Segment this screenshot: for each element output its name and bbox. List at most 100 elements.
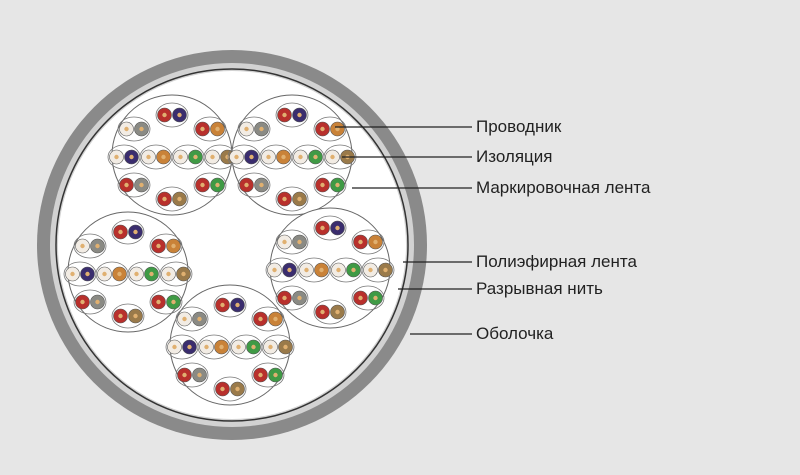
conductor (193, 154, 198, 160)
conductor (273, 316, 278, 322)
conductor (273, 372, 278, 378)
conductor (200, 126, 205, 132)
pair-outline (111, 303, 145, 329)
conductor (204, 344, 209, 350)
twisted-pair (111, 219, 145, 245)
twisted-pair (229, 334, 263, 360)
conductor (251, 344, 256, 350)
conductor (85, 271, 90, 277)
twisted-pair (107, 144, 141, 170)
twisted-pair (155, 186, 189, 212)
conductor (358, 295, 363, 301)
conductor (320, 225, 325, 231)
conductor (313, 154, 318, 160)
pair-outline (313, 116, 347, 142)
conductor (197, 372, 202, 378)
conductor (162, 112, 167, 118)
pair-outline (213, 376, 247, 402)
conductor (336, 267, 341, 273)
conductor (259, 126, 264, 132)
twisted-pair (275, 285, 309, 311)
twisted-pair (175, 306, 209, 332)
conductor (171, 243, 176, 249)
twisted-pair (171, 144, 205, 170)
conductor (258, 316, 263, 322)
conductor (215, 126, 220, 132)
conductor (117, 271, 122, 277)
pair-outline (237, 116, 271, 142)
conductor (124, 182, 129, 188)
twisted-pair (251, 362, 285, 388)
conductor (156, 299, 161, 305)
conductor (335, 225, 340, 231)
conductor (181, 271, 186, 277)
pair-outline (275, 186, 309, 212)
pair-outline (237, 172, 271, 198)
twisted-pair (139, 144, 173, 170)
twisted-pair (95, 261, 129, 287)
conductor (172, 344, 177, 350)
conductor (118, 313, 123, 319)
conductor (70, 271, 75, 277)
twisted-pair (351, 229, 385, 255)
conductor (320, 182, 325, 188)
twisted-pair (275, 229, 309, 255)
conductor (133, 229, 138, 235)
twisted-pair (265, 257, 299, 283)
twisted-pair (111, 303, 145, 329)
twisted-pair (73, 289, 107, 315)
twisted-pair (323, 144, 357, 170)
twisted-pair (237, 116, 271, 142)
conductor (95, 299, 100, 305)
conductor (118, 229, 123, 235)
conductor (219, 344, 224, 350)
twisted-pair (193, 116, 227, 142)
twisted-pair (149, 289, 183, 315)
twisted-pair (193, 172, 227, 198)
conductor (358, 239, 363, 245)
twisted-pair (275, 186, 309, 212)
pair-outline (261, 334, 295, 360)
conductor (282, 196, 287, 202)
conductor (80, 243, 85, 249)
conductor (281, 154, 286, 160)
twisted-pair (329, 257, 363, 283)
pair-outline (117, 172, 151, 198)
conductor (178, 154, 183, 160)
pair-outline (73, 289, 107, 315)
conductor (182, 372, 187, 378)
bundle-2 (227, 94, 357, 216)
twisted-pair (175, 362, 209, 388)
conductor (124, 126, 129, 132)
pair-outline (149, 233, 183, 259)
pair-outline (155, 186, 189, 212)
conductor (249, 154, 254, 160)
conductor (139, 126, 144, 132)
conductor (330, 154, 335, 160)
conductor (244, 126, 249, 132)
conductor (287, 267, 292, 273)
conductor (282, 239, 287, 245)
conductor (215, 182, 220, 188)
label-sheath: Оболочка (476, 324, 554, 343)
twisted-pair (313, 215, 347, 241)
conductor (95, 243, 100, 249)
conductor (156, 243, 161, 249)
conductor (268, 344, 273, 350)
conductor (236, 344, 241, 350)
pair-outline (111, 219, 145, 245)
twisted-pair (237, 172, 271, 198)
conductor (272, 267, 277, 273)
twisted-pair (361, 257, 395, 283)
conductor (225, 154, 230, 160)
conductor (283, 344, 288, 350)
pair-outline (351, 229, 385, 255)
pair-outline (213, 292, 247, 318)
twisted-pair (313, 116, 347, 142)
conductor (149, 271, 154, 277)
conductor (177, 196, 182, 202)
conductor (162, 196, 167, 202)
pair-outline (193, 116, 227, 142)
conductor (282, 295, 287, 301)
twisted-pair (313, 172, 347, 198)
